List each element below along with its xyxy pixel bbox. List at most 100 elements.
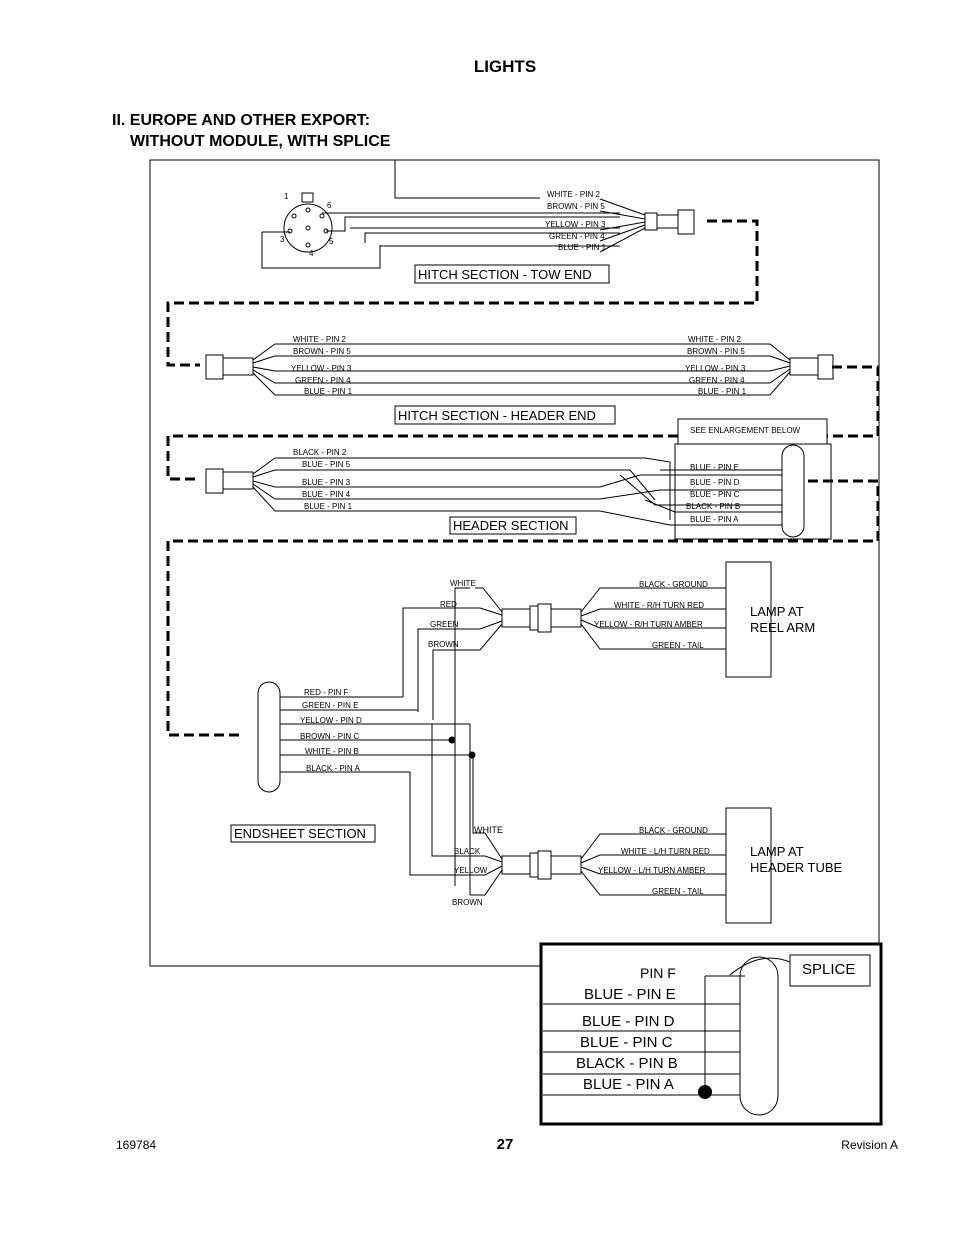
reel-connector-nut — [529, 605, 539, 631]
tow-pin-white: WHITE - PIN 2 — [547, 190, 600, 199]
hitch-header-label: HITCH SECTION - HEADER END — [398, 408, 596, 423]
enlarged-junction — [698, 1085, 712, 1099]
header-left-pin-blue4: BLUE - PIN 4 — [302, 490, 351, 499]
tube-connector-nut — [529, 852, 539, 878]
endsheet-pin-c: BROWN - PIN C — [300, 732, 359, 741]
tow-connector-pin — [644, 212, 658, 231]
socket-6: 6 — [327, 201, 332, 210]
header-end-right-pin-yellow: YELLOW - PIN 3 — [685, 364, 746, 373]
enlarged-pin-a: BLUE - PIN A — [583, 1076, 674, 1093]
header-right-pin-d: BLUE - PIN D — [690, 478, 740, 487]
tow-connector-body — [677, 209, 695, 235]
header-right-pin-a: BLUE - PIN A — [690, 515, 739, 524]
enlargement-panel: SPLICE PIN F BLUE - PIN E BLUE - PIN D B… — [539, 942, 883, 1126]
endsheet-splice — [257, 681, 281, 793]
header-left-pin-blue3: BLUE - PIN 3 — [302, 478, 351, 487]
hitch-header-label-box — [394, 405, 616, 425]
reel-right-turn-amber: YELLOW - R/H TURN AMBER — [594, 620, 703, 629]
endsheet-label: ENDSHEET SECTION — [234, 826, 366, 841]
tube-right-tail: GREEN - TAIL — [652, 887, 704, 896]
reel-left-white: WHITE — [450, 579, 476, 588]
tube-right-ground: BLACK - GROUND — [639, 826, 708, 835]
reel-connector-collar — [537, 603, 552, 633]
header-end-left-pin-yellow: YELLOW - PIN 3 — [291, 364, 352, 373]
tube-connector-collar — [537, 850, 552, 880]
endsheet-junction-1 — [448, 736, 456, 744]
header-end-connector-right-pin — [789, 357, 819, 376]
tube-right-turn-red: WHITE - L/H TURN RED — [621, 847, 710, 856]
tube-left-yellow: YELLOW — [454, 866, 488, 875]
reel-right-ground: BLACK - GROUND — [639, 580, 708, 589]
section-heading: II. EUROPE AND OTHER EXPORT: WITHOUT MOD… — [112, 110, 390, 152]
header-end-left-pin-brown: BROWN - PIN 5 — [293, 347, 351, 356]
endsheet-pin-b: WHITE - PIN B — [305, 747, 359, 756]
header-left-pin-blue1: BLUE - PIN 1 — [304, 502, 353, 511]
harness-dash-3 — [166, 479, 880, 737]
tow-plug: 1 6 3 5 4 — [280, 192, 334, 258]
tow-pin-blue: BLUE - PIN 1 — [558, 243, 607, 252]
enlarged-splice — [739, 956, 779, 1116]
splice-callout-label: SPLICE — [802, 961, 855, 978]
section-heading-line1: II. EUROPE AND OTHER EXPORT: — [112, 112, 371, 129]
tube-left-brown: BROWN — [452, 898, 483, 907]
header-connector-pin — [222, 471, 254, 490]
tube-lamp-line2: HEADER TUBE — [750, 860, 843, 875]
diagram-frame — [149, 159, 880, 967]
hitch-tow-label: HITCH SECTION - TOW END — [418, 267, 592, 282]
section-heading-line2: WITHOUT MODULE, WITH SPLICE — [130, 133, 391, 150]
header-splice — [781, 444, 805, 538]
endsheet-pin-e: GREEN - PIN E — [302, 701, 358, 710]
header-end-connector-left-body — [205, 354, 224, 380]
header-end-connector-left-pin — [222, 357, 254, 376]
reel-right-turn-red: WHITE - R/H TURN RED — [614, 601, 704, 610]
header-left-pin-blue5: BLUE - PIN 5 — [302, 460, 351, 469]
revision: Revision A — [841, 1138, 898, 1152]
reel-left-brown: BROWN — [428, 640, 459, 649]
socket-4: 4 — [309, 249, 314, 258]
reel-right-tail: GREEN - TAIL — [652, 641, 704, 650]
tube-left-black: BLACK — [454, 847, 481, 856]
header-end-connector-right-body — [817, 354, 834, 380]
header-end-left-pin-green: GREEN - PIN 4 — [295, 376, 351, 385]
reel-connector-right — [550, 608, 582, 628]
see-enlargement-box — [677, 418, 828, 445]
harness-dash-1 — [166, 219, 759, 367]
enlarged-pin-d: BLUE - PIN D — [582, 1013, 675, 1030]
header-end-right-pin-white: WHITE - PIN 2 — [688, 335, 741, 344]
header-right-pin-e: BLUE - PIN E — [690, 463, 739, 472]
endsheet-pin-f: RED - PIN F — [304, 688, 349, 697]
page-title: LIGHTS — [473, 57, 537, 76]
header-left-pin-black: BLACK - PIN 2 — [293, 448, 347, 457]
splice-callout-box — [789, 954, 871, 987]
tow-pin-yellow: YELLOW - PIN 3 — [545, 220, 606, 229]
tube-lamp-box — [725, 807, 772, 924]
socket-5: 5 — [329, 237, 334, 246]
tube-connector-left — [501, 855, 531, 875]
header-label-box — [449, 516, 577, 535]
endsheet-pin-d: YELLOW - PIN D — [300, 716, 362, 725]
hitch-tow-label-box — [414, 264, 610, 284]
reel-lamp-line2: REEL ARM — [750, 620, 815, 635]
see-enlargement-label: SEE ENLARGEMENT BELOW — [690, 426, 801, 435]
socket-1: 1 — [284, 192, 289, 201]
socket-3: 3 — [280, 235, 285, 244]
header-end-right-pin-green: GREEN - PIN 4 — [689, 376, 745, 385]
reel-lamp-line1: LAMP AT — [750, 604, 804, 619]
tube-right-turn-amber: YELLOW - L/H TURN AMBER — [598, 866, 706, 875]
header-end-right-pin-blue: BLUE - PIN 1 — [698, 387, 747, 396]
reel-left-green: GREEN — [430, 620, 459, 629]
enlarged-pin-f: PIN F — [640, 965, 676, 981]
header-connector-body — [205, 468, 224, 494]
tube-connector-right — [550, 855, 582, 875]
enlarged-pin-c: BLUE - PIN C — [580, 1034, 673, 1051]
header-right-pin-c: BLUE - PIN C — [690, 490, 740, 499]
endsheet-pin-a: BLACK - PIN A — [306, 764, 360, 773]
reel-left-red: RED — [440, 600, 457, 609]
tube-lamp-line1: LAMP AT — [750, 844, 804, 859]
tow-pin-brown: BROWN - PIN 5 — [547, 202, 605, 211]
header-splice-box — [674, 443, 832, 540]
header-right-pin-b: BLACK - PIN B — [686, 502, 740, 511]
endsheet-junction-2 — [468, 751, 476, 759]
enlarged-pin-b: BLACK - PIN B — [576, 1055, 678, 1072]
